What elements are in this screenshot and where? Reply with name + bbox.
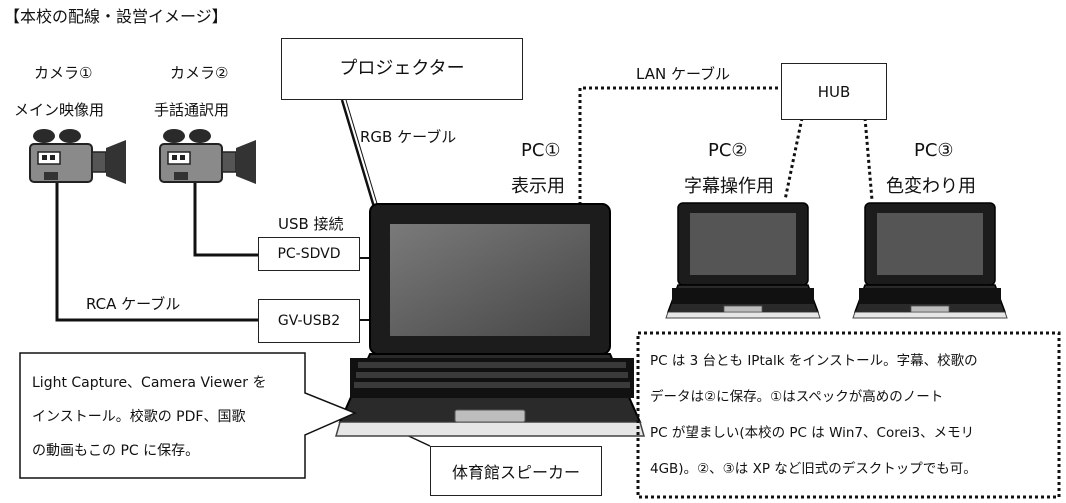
lan-pc3-line (863, 117, 874, 201)
pc3-role: 色変わり用 (886, 176, 976, 197)
pc3-name: PC③ (914, 140, 954, 161)
pc2-name: PC② (708, 140, 748, 161)
usb-label: USB 接続 (278, 215, 344, 233)
rca-label: RCA ケーブル (86, 295, 181, 313)
laptop-pc2-icon (665, 202, 821, 319)
pc-sdvd-label: PC-SDVD (277, 246, 341, 262)
lan-pc2-line (783, 117, 804, 201)
callout-arrow-shape (19, 352, 357, 479)
projector-label: プロジェクター (339, 58, 465, 79)
callout-text: Light Capture、Camera Viewer を インストール。校歌の… (32, 366, 267, 468)
note-line-4: 4GB)。②、③は XP など旧式のデスクトップでも可。 (650, 461, 977, 477)
rgb-cable-label: RGB ケーブル (360, 128, 457, 146)
gv-usb2-box: GV-USB2 (258, 299, 360, 343)
projector-box: プロジェクター (281, 38, 523, 100)
laptop-pc3-icon (852, 202, 1008, 319)
speaker-box: 体育館スピーカー (430, 446, 602, 496)
camera2-usb-line (193, 178, 258, 257)
gv-usb2-label: GV-USB2 (277, 313, 341, 329)
pc2-role: 字幕操作用 (684, 176, 774, 197)
camera2-icon (159, 129, 256, 184)
note-text: PC は 3 台とも IPtalk をインストール。字幕、校歌の データは②に保… (650, 343, 978, 487)
camera1-name: カメラ① (34, 64, 93, 82)
page-title: 【本校の配線・設営イメージ】 (4, 7, 228, 26)
hub-box: HUB (781, 63, 887, 120)
laptop-pc1-icon (335, 203, 645, 437)
lan-cable-label: LAN ケーブル (636, 65, 731, 83)
rgb-cable-line (340, 99, 376, 208)
speaker-label: 体育館スピーカー (451, 463, 580, 482)
note-line-3: PC が望ましい(本校の PC は Win7、Corei3、メモリ (650, 425, 975, 441)
pc1-role: 表示用 (511, 176, 565, 197)
callout-line-3: の動画もこの PC に保存。 (32, 443, 200, 459)
hub-label: HUB (817, 82, 851, 101)
camera1-icon (29, 129, 126, 184)
note-line-2: データは②に保存。①はスペックが高めのノート (650, 389, 944, 405)
pc-sdvd-box: PC-SDVD (258, 237, 360, 271)
note-box-border (636, 331, 1061, 499)
note-line-1: PC は 3 台とも IPtalk をインストール。字幕、校歌の (650, 353, 978, 369)
camera1-use: メイン映像用 (14, 101, 105, 119)
callout-line-2: インストール。校歌の PDF、国歌 (32, 409, 246, 425)
rca-cable-line (55, 178, 258, 322)
callout-line-1: Light Capture、Camera Viewer を (32, 375, 267, 391)
pc1-name: PC① (521, 140, 561, 161)
camera2-name: カメラ② (170, 64, 229, 82)
camera2-use: 手話通訳用 (154, 101, 230, 119)
lan-cable-line (578, 86, 780, 205)
